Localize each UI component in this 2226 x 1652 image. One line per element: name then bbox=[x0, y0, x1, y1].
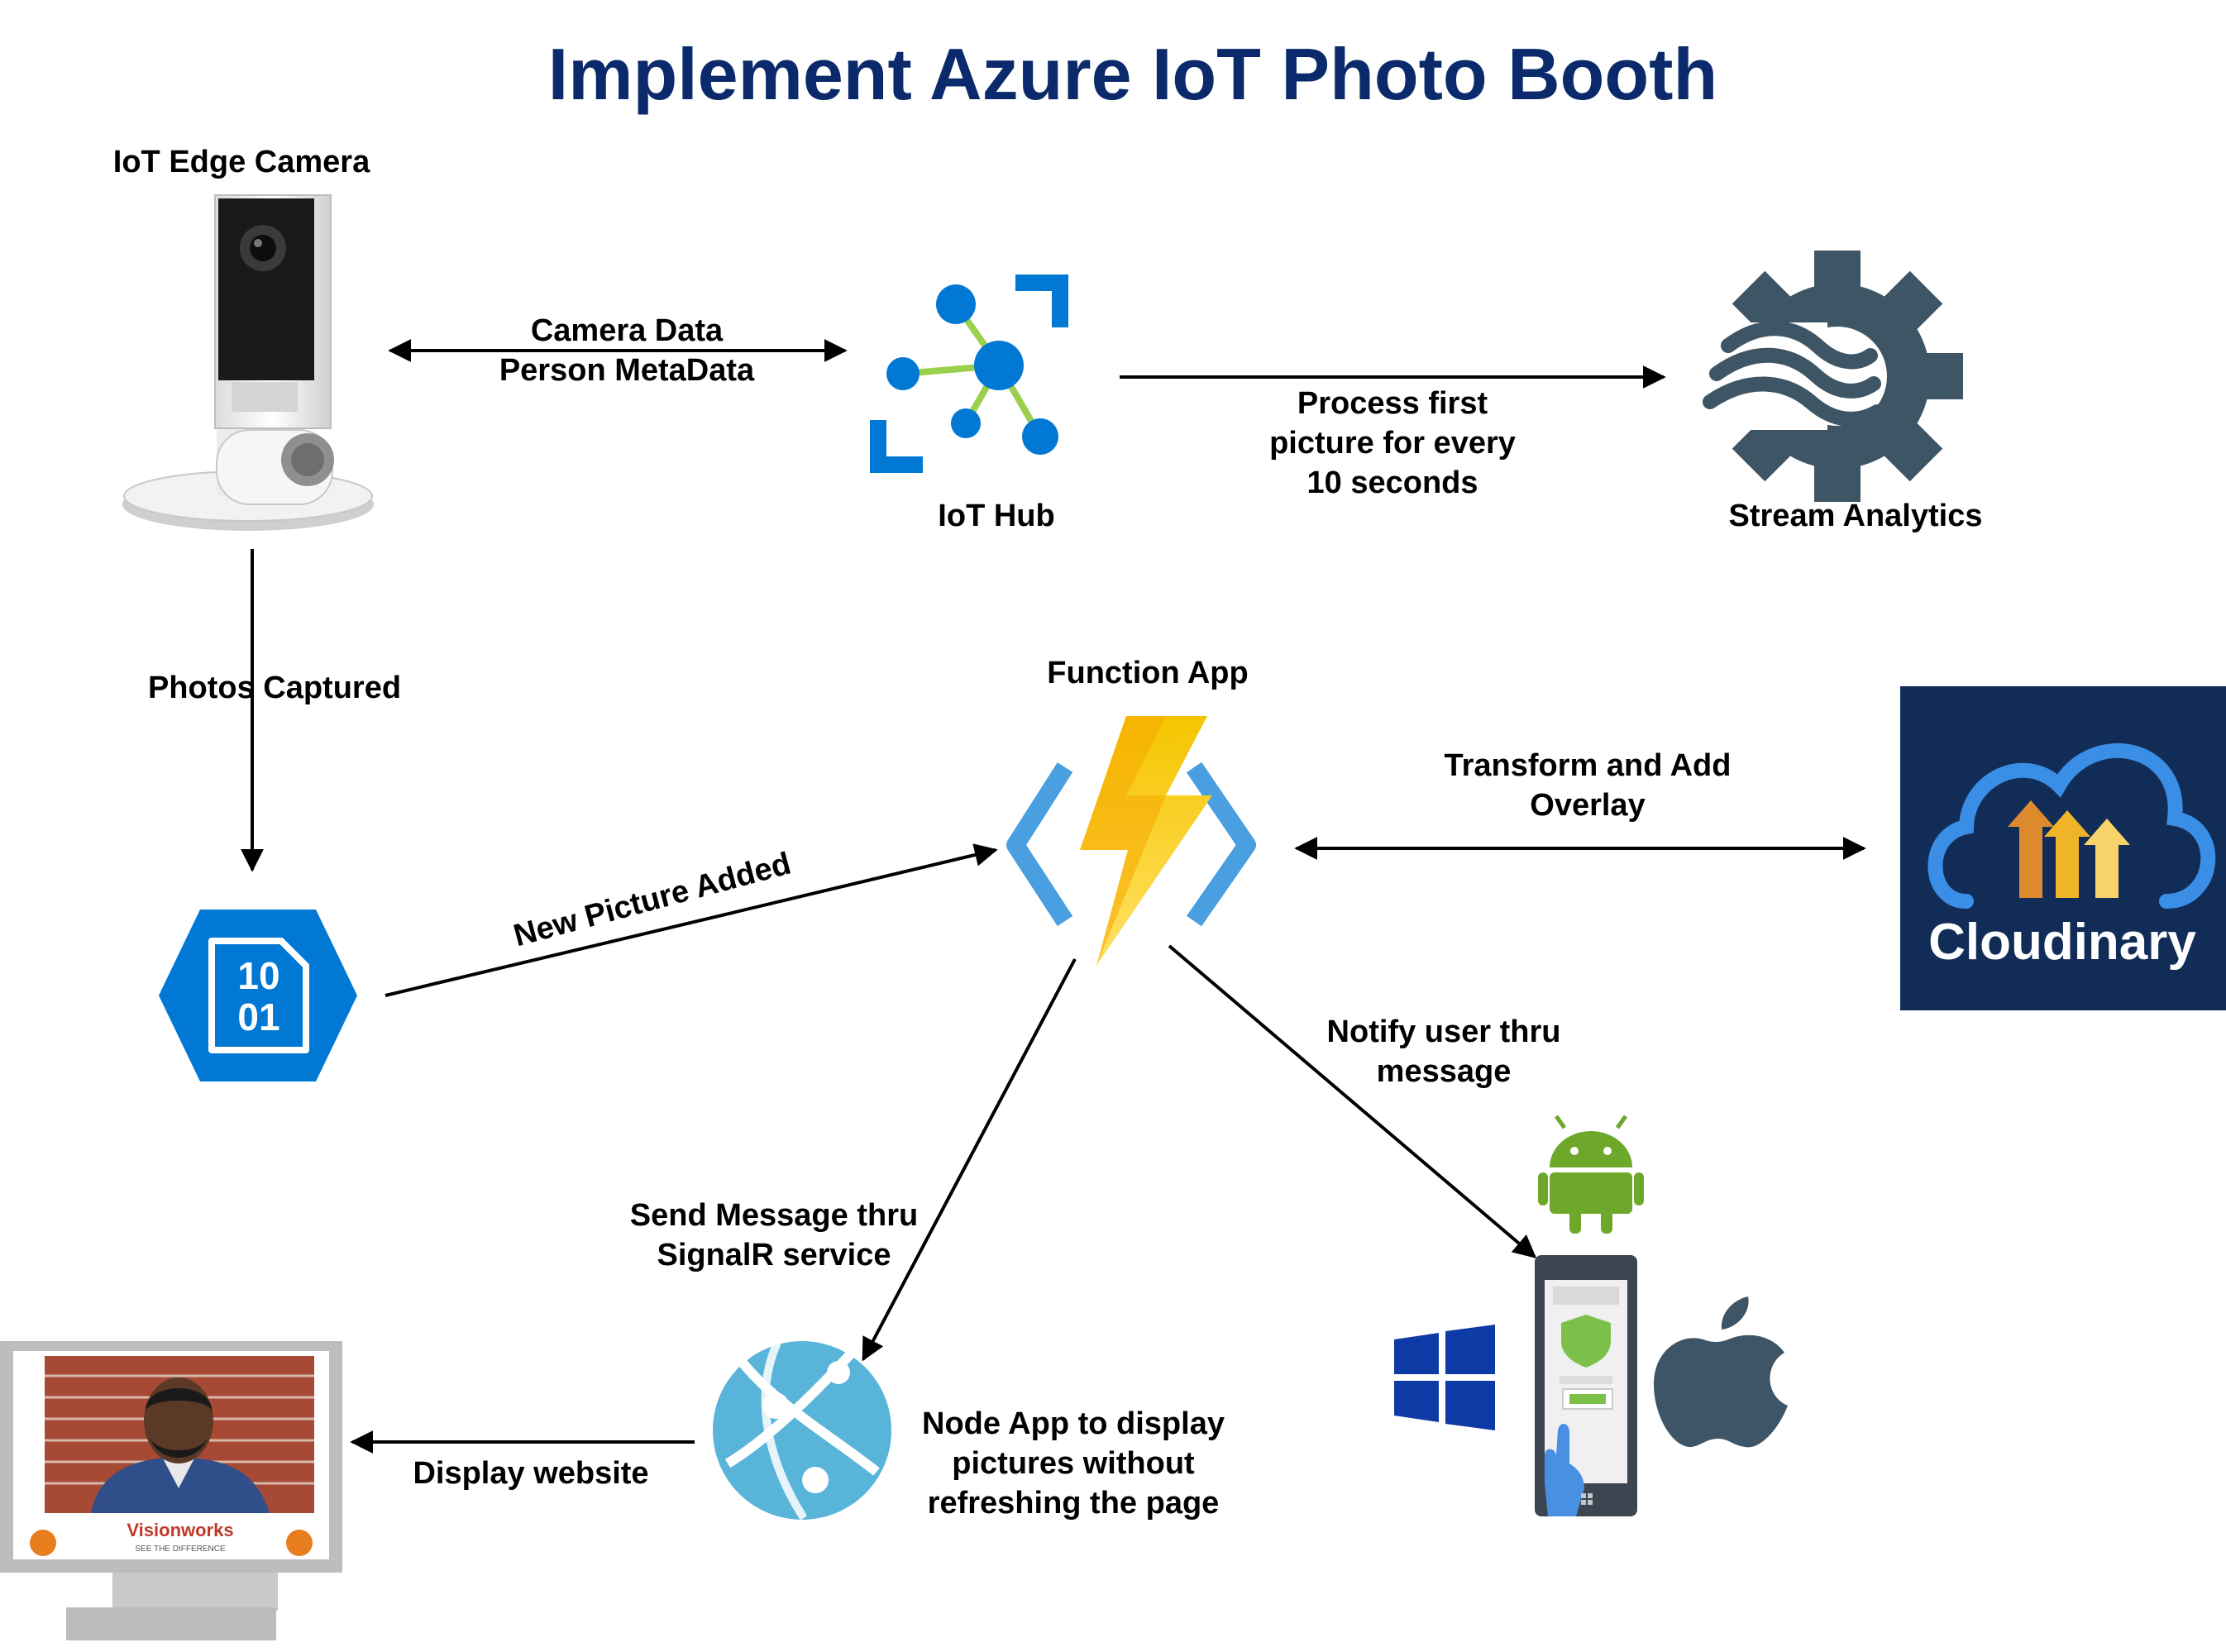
edge-camera-hub-label-1: Camera Data bbox=[531, 313, 724, 348]
edge-hub-stream-label-2: picture for every bbox=[1269, 426, 1516, 461]
apple-icon bbox=[1654, 1296, 1788, 1448]
edge-signalr-label-2: SignalR service bbox=[657, 1238, 891, 1272]
edge-photos-captured-label: Photos Captured bbox=[148, 671, 401, 705]
app-service-icon bbox=[713, 1340, 891, 1521]
edge-new-picture-label: New Picture Added bbox=[510, 846, 795, 953]
edge-new-picture bbox=[385, 843, 998, 997]
function-app-icon bbox=[1006, 716, 1256, 966]
cloudinary-logo: Cloudinary bbox=[1900, 686, 2226, 1010]
monitor-tagline: SEE THE DIFFERENCE bbox=[135, 1545, 226, 1554]
edge-hub-stream-label-1: Process first bbox=[1297, 386, 1488, 421]
camera-label: IoT Edge Camera bbox=[113, 145, 370, 179]
blob-storage-icon: 10 01 bbox=[159, 910, 357, 1081]
node-app-label-2: pictures without bbox=[952, 1446, 1195, 1481]
android-icon bbox=[1538, 1115, 1644, 1234]
edge-transform-label-1: Transform and Add bbox=[1445, 748, 1732, 783]
blob-text-1: 10 bbox=[237, 954, 279, 997]
function-app-label: Function App bbox=[1047, 656, 1248, 690]
node-app-label-1: Node App to display bbox=[922, 1406, 1225, 1441]
edge-transform-label-2: Overlay bbox=[1530, 788, 1645, 823]
monitor-brand: Visionworks bbox=[127, 1520, 233, 1540]
edge-notify-label-1: Notify user thru bbox=[1327, 1015, 1561, 1049]
windows-icon bbox=[1394, 1325, 1495, 1430]
edge-signalr bbox=[862, 958, 1077, 1362]
iot-hub-icon bbox=[870, 275, 1068, 473]
iot-hub-label: IoT Hub bbox=[938, 499, 1054, 533]
mobile-phone-icon bbox=[1535, 1255, 1637, 1516]
edge-display-label: Display website bbox=[413, 1456, 648, 1491]
edge-signalr-label-1: Send Message thru bbox=[630, 1198, 918, 1233]
monitor-photo bbox=[45, 1356, 314, 1513]
diagram-title: Implement Azure IoT Photo Booth bbox=[548, 33, 1717, 115]
stream-analytics-label: Stream Analytics bbox=[1729, 499, 1983, 533]
edge-camera-hub-label-2: Person MetaData bbox=[499, 353, 755, 388]
node-app-label-3: refreshing the page bbox=[928, 1486, 1220, 1521]
camera-icon bbox=[122, 194, 374, 531]
cloudinary-wordmark: Cloudinary bbox=[1928, 914, 2196, 971]
edge-hub-stream-label-3: 10 seconds bbox=[1307, 466, 1478, 500]
blob-text-2: 01 bbox=[237, 995, 279, 1038]
monitor-icon: Visionworks SEE THE DIFFERENCE bbox=[0, 1341, 342, 1640]
stream-analytics-icon bbox=[1703, 251, 1963, 502]
edge-notify-label-2: message bbox=[1377, 1054, 1512, 1089]
edge-notify bbox=[1168, 944, 1537, 1258]
